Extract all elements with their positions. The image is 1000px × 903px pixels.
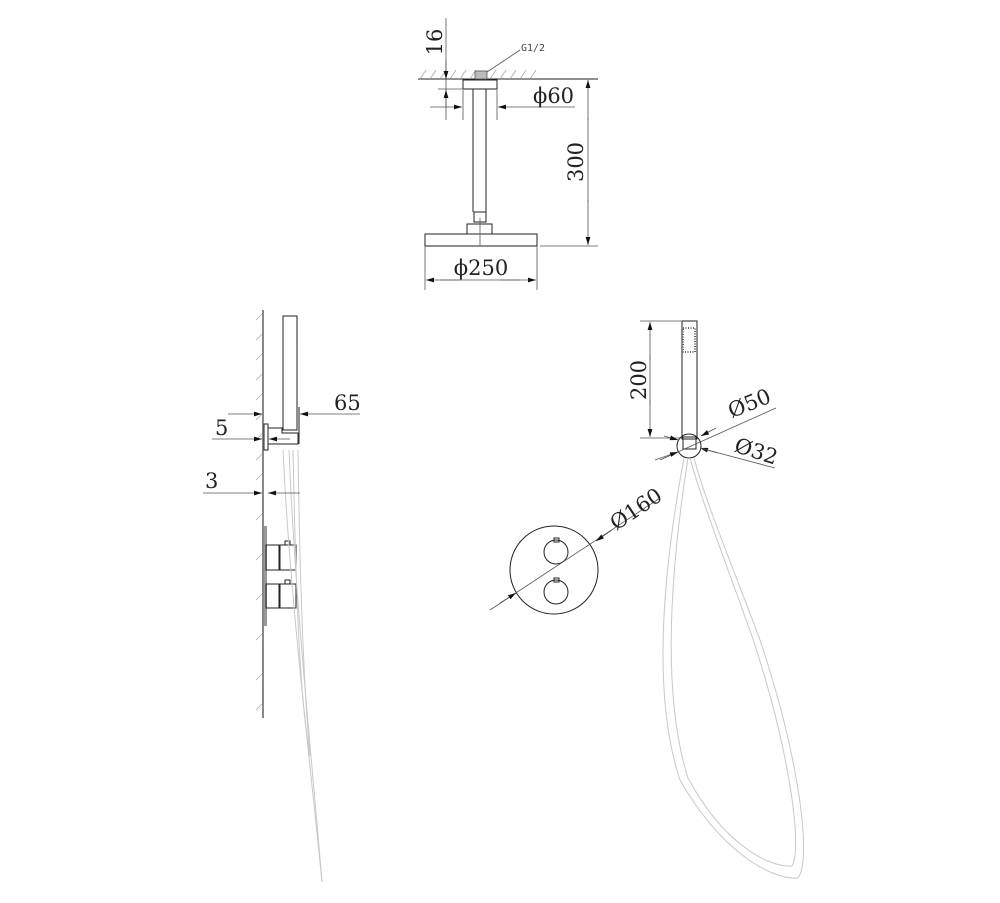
side-hose xyxy=(282,449,323,883)
flange-height-label: 16 xyxy=(423,29,447,56)
valve-knob-bottom xyxy=(543,579,569,605)
valve-plate-circle xyxy=(509,525,599,615)
valve-plate-side xyxy=(264,526,267,626)
knob-top-base xyxy=(265,544,280,571)
thread-label: G1/2 xyxy=(521,43,545,54)
ceiling-flange xyxy=(462,79,498,90)
ceiling-hatch xyxy=(419,69,537,80)
valve-knob-top xyxy=(543,539,569,565)
hand-shower-view: 200 Ø50 Ø32 xyxy=(627,320,805,879)
spray-nozzles xyxy=(682,327,696,353)
handset-length-label: 200 xyxy=(627,360,651,400)
knob-top xyxy=(279,544,297,571)
valve-plate-front-view: Ø160 xyxy=(489,483,667,615)
overhead-shower-view: G1/2 16 ϕ60 300 ϕ250 xyxy=(418,18,598,290)
wall-hatch xyxy=(255,313,263,711)
holder-projection-label: 65 xyxy=(334,391,361,415)
wall-holder-outer xyxy=(676,433,702,459)
head-diameter-label: ϕ250 xyxy=(454,256,508,280)
holder-outer-diameter-label: Ø50 xyxy=(725,384,775,423)
knob-bottom-base xyxy=(265,583,280,609)
wall-holder-inner xyxy=(682,436,697,450)
handset xyxy=(681,320,698,440)
holder-inner-diameter-label: Ø32 xyxy=(732,433,781,469)
side-handset xyxy=(282,315,298,431)
thread-nipple xyxy=(474,70,488,80)
flange-diameter-label: ϕ60 xyxy=(533,84,574,108)
hose-loop xyxy=(662,457,805,879)
plate-thickness-label: 3 xyxy=(205,469,218,493)
shower-head xyxy=(424,233,538,247)
side-holder xyxy=(265,423,299,445)
holder-base-label: 5 xyxy=(215,416,228,440)
side-view: 65 5 3 xyxy=(203,310,361,883)
plate-diameter-label: Ø160 xyxy=(606,483,667,535)
arm-length-label: 300 xyxy=(564,142,588,182)
